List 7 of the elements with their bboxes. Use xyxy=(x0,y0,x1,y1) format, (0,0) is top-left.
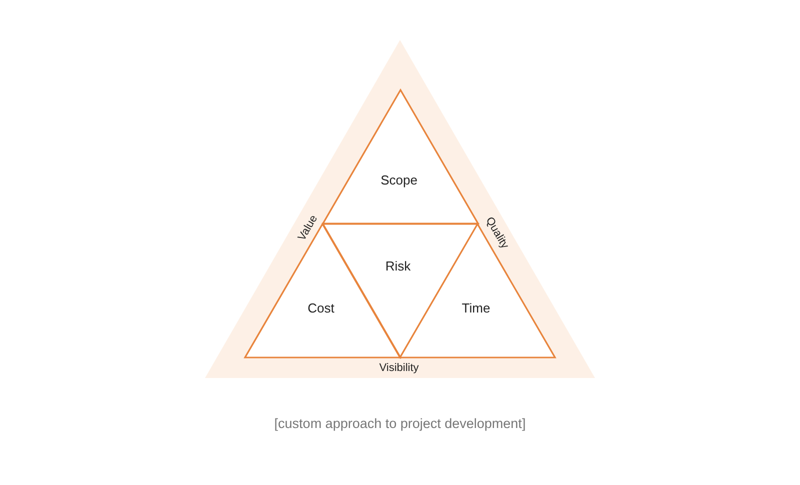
segment-label: Risk xyxy=(385,258,411,274)
caption: [custom approach to project development] xyxy=(273,416,527,431)
segment-label: Time xyxy=(462,300,490,316)
segment-label: Scope xyxy=(380,172,418,188)
segment-label: Cost xyxy=(308,300,334,316)
side-label: Visibility xyxy=(379,362,419,374)
triangle-segment xyxy=(322,90,478,224)
